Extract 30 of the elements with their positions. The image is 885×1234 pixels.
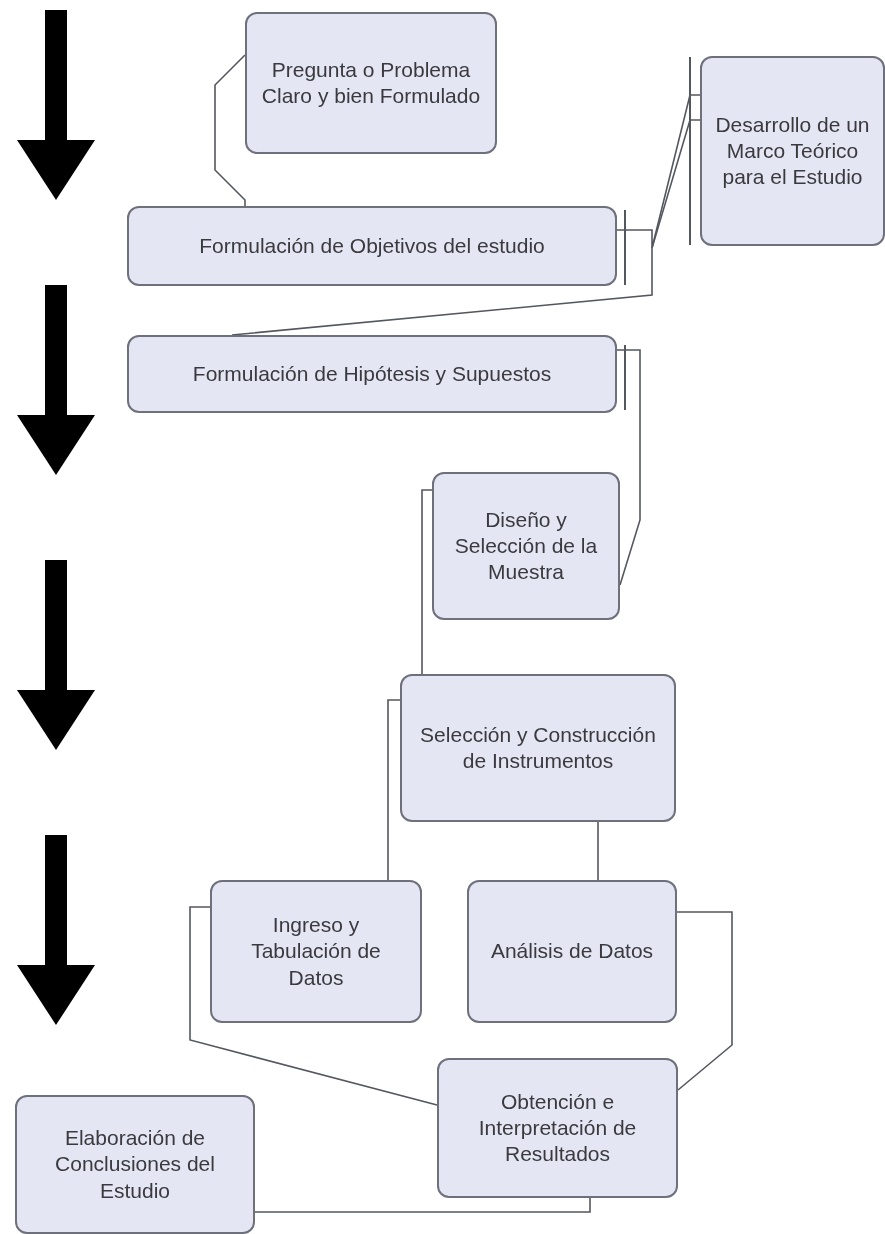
process-box <box>700 56 885 246</box>
box-label: Formulación de Objetivos del estudio <box>199 232 545 259</box>
box-label: Ingreso y Tabulación de Datos <box>250 912 382 991</box>
process-box <box>245 12 497 154</box>
box-label: Análisis de Datos <box>490 938 654 965</box>
box-label: Pregunta o Problema Claro y bien Formulado <box>260 56 482 109</box>
process-box <box>210 880 422 1023</box>
process-box <box>400 674 676 822</box>
box-label: Selección y Construcción de Instrumentos <box>419 721 657 774</box>
connector-line <box>254 1197 591 1213</box>
connector-line <box>421 489 433 675</box>
connector-line <box>616 94 701 249</box>
process-box <box>432 472 620 620</box>
connector-line <box>676 911 733 1091</box>
process-box <box>467 880 677 1023</box>
connector-line <box>616 349 641 586</box>
connector-line <box>231 119 701 336</box>
connector-line <box>387 699 401 881</box>
box-label: Diseño y Selección de la Muestra <box>453 506 599 586</box>
box-label: Obtención e Interpretación de Resultados <box>477 1088 638 1168</box>
box-label: Formulación de Hipótesis y Supuestos <box>192 360 552 387</box>
process-box <box>437 1058 678 1198</box>
box-label: Elaboración de Conclusiones del Estudio <box>54 1125 216 1204</box>
connector-line <box>214 54 246 207</box>
process-box <box>15 1095 255 1234</box>
connector-line <box>597 821 599 881</box>
process-box <box>127 335 617 413</box>
process-box <box>127 206 617 286</box>
box-label: Desarrollo de un Marco Teórico para el Estudio <box>714 111 871 191</box>
connector-line <box>189 906 438 1106</box>
